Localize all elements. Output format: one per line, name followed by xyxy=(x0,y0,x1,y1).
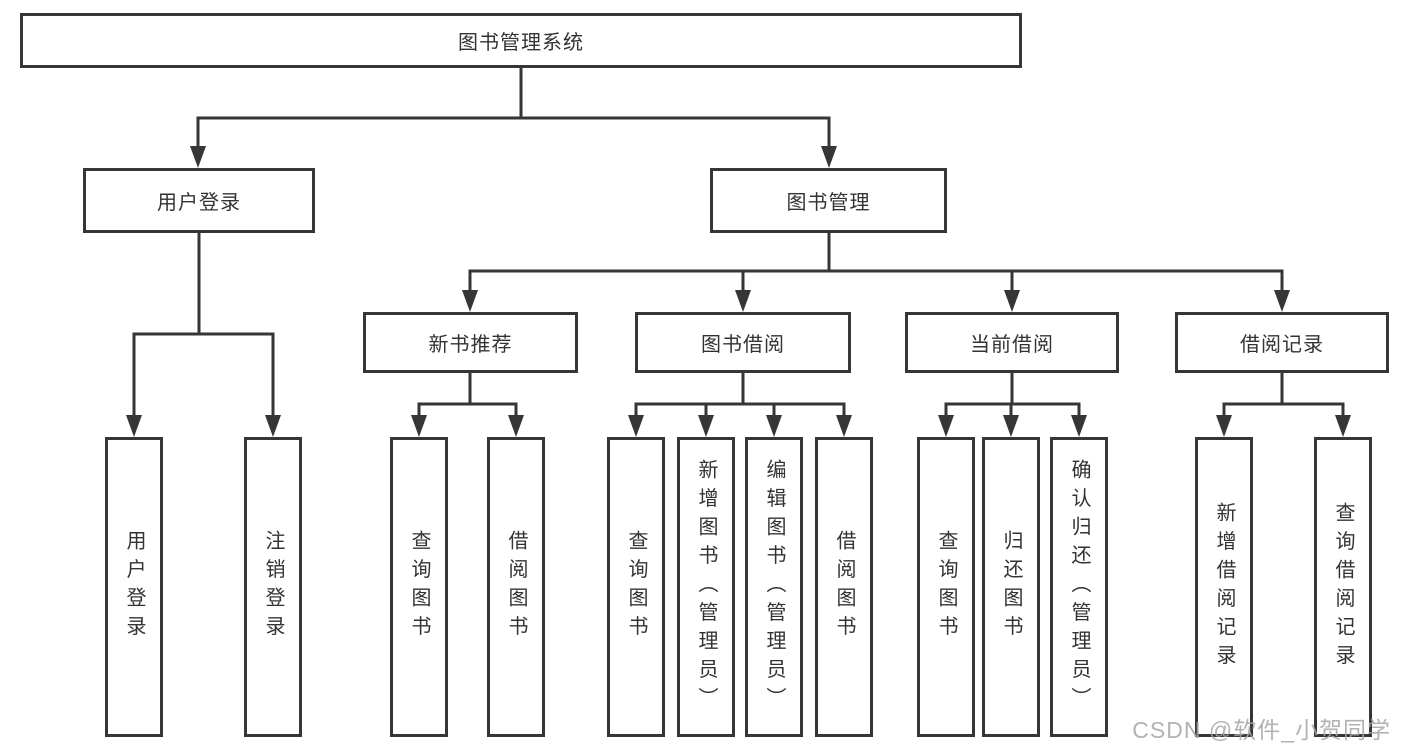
node-new-book-recommendation: 新书推荐 xyxy=(363,312,578,373)
node-borrow-edit-books-admin: 编辑图书（管理员） xyxy=(745,437,803,737)
node-current-borrowing-label: 当前借阅 xyxy=(970,334,1054,356)
node-login: 用户登录 xyxy=(105,437,163,737)
node-borrow-borrow-books: 借阅图书 xyxy=(815,437,873,737)
node-borrow-query-books: 查询图书 xyxy=(607,437,665,737)
node-new-book-recommendation-label: 新书推荐 xyxy=(428,334,513,356)
node-user-login-label: 用户登录 xyxy=(157,192,241,214)
node-book-borrowing-label: 图书借阅 xyxy=(701,334,785,356)
node-root: 图书管理系统 xyxy=(20,13,1022,68)
node-book-management-label: 图书管理 xyxy=(786,192,871,214)
csdn-watermark: CSDN @软件_小贺同学 xyxy=(1132,717,1391,743)
node-current-borrowing: 当前借阅 xyxy=(905,312,1119,373)
node-current-return-books: 归还图书 xyxy=(982,437,1040,737)
node-user-login: 用户登录 xyxy=(83,168,315,233)
node-current-query-books: 查询图书 xyxy=(917,437,975,737)
node-book-borrowing: 图书借阅 xyxy=(635,312,851,373)
node-borrowing-records: 借阅记录 xyxy=(1175,312,1389,373)
node-current-confirm-return-admin: 确认归还（管理员） xyxy=(1050,437,1108,737)
node-root-label: 图书管理系统 xyxy=(458,32,584,54)
node-borrowing-records-label: 借阅记录 xyxy=(1240,334,1324,356)
node-records-add-record: 新增借阅记录 xyxy=(1195,437,1253,737)
node-borrow-add-books-admin: 新增图书（管理员） xyxy=(677,437,735,737)
node-recommend-borrow-books: 借阅图书 xyxy=(487,437,545,737)
node-recommend-query-books: 查询图书 xyxy=(390,437,448,737)
node-book-management: 图书管理 xyxy=(710,168,947,233)
node-records-query-record: 查询借阅记录 xyxy=(1314,437,1372,737)
arrowheads xyxy=(126,146,1351,437)
node-logout: 注销登录 xyxy=(244,437,302,737)
